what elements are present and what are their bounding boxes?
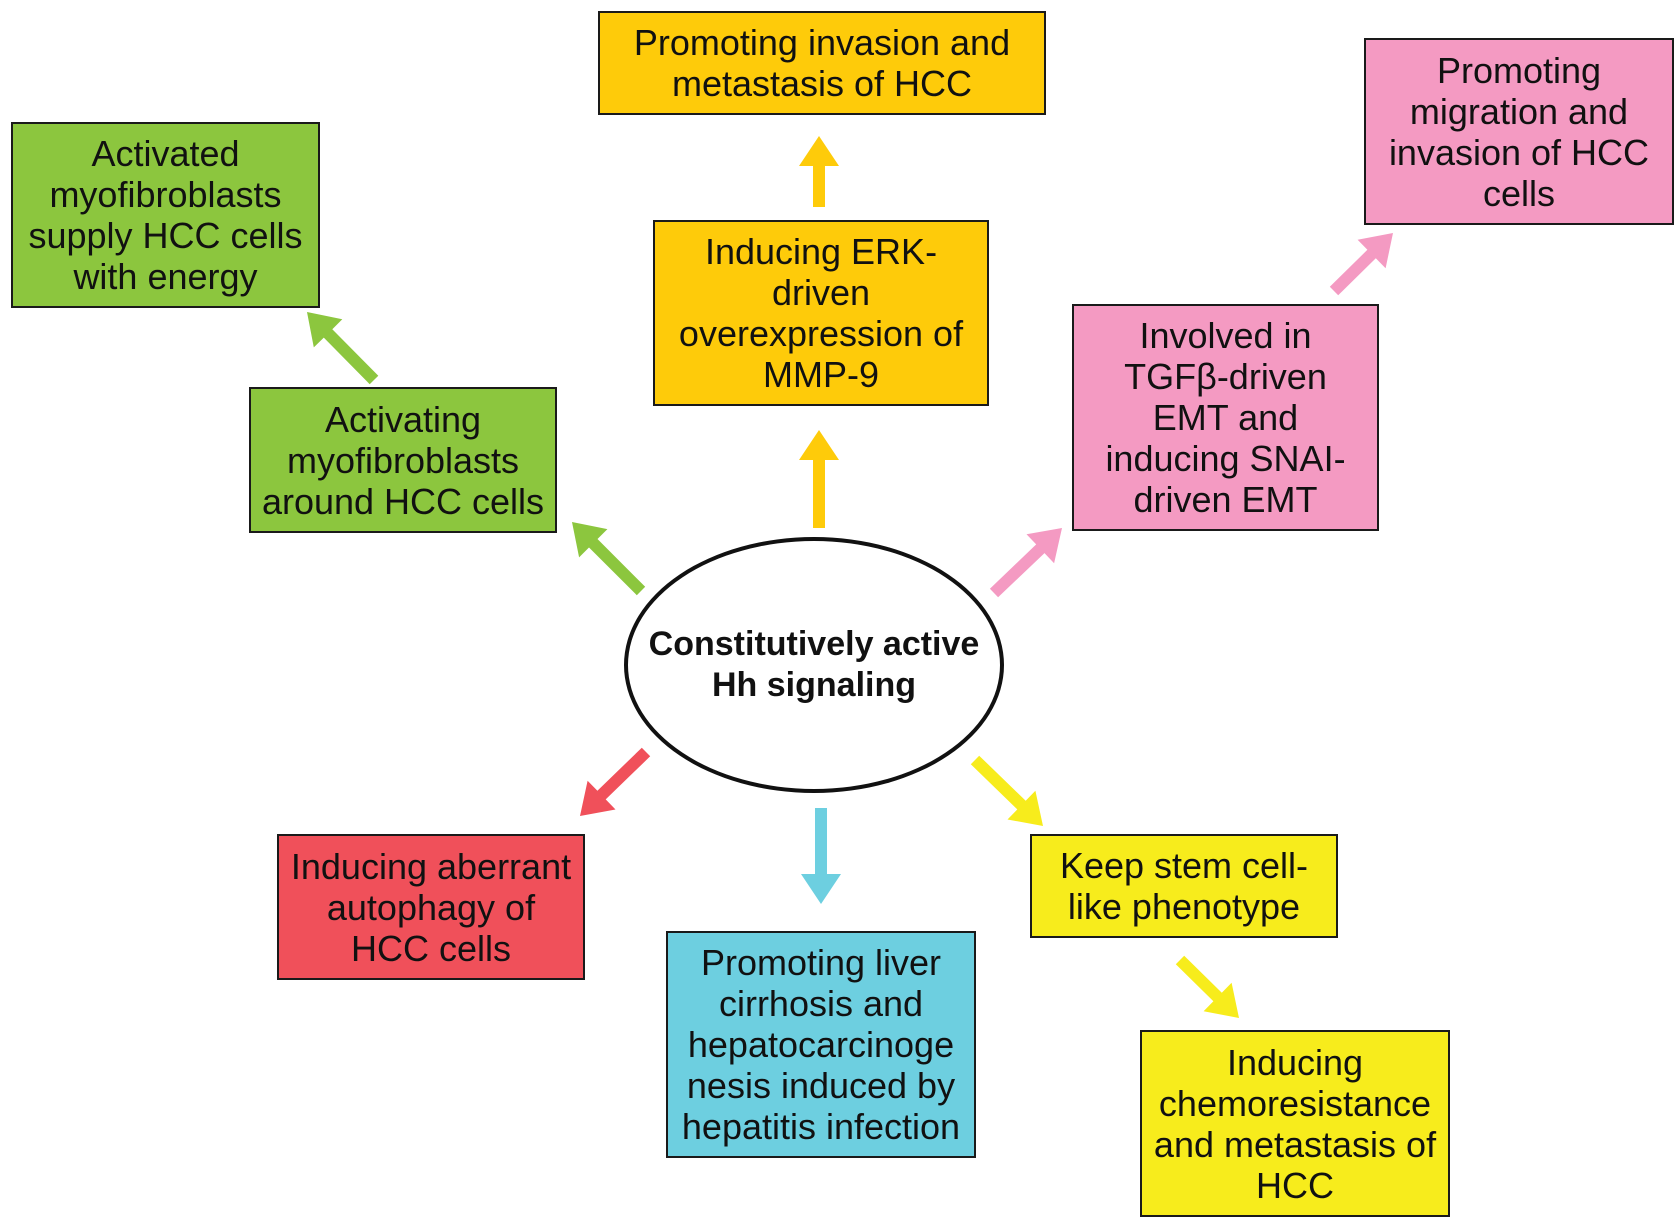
arrow-hub-to-tgfb-emt xyxy=(989,528,1062,598)
arrow-hub-to-activating-myofibro xyxy=(572,522,646,596)
arrow-stem-cell-to-chemoresistance xyxy=(1175,955,1239,1018)
node-tgfb-emt: Involved in TGFβ-driven EMT and inducing… xyxy=(1072,304,1379,531)
arrow-hub-to-cirrhosis xyxy=(801,808,841,904)
node-activating-myofibroblasts: Activating myofibroblasts around HCC cel… xyxy=(249,387,557,533)
arrow-erk-mmp9-to-invasion-metastasis xyxy=(799,136,839,207)
node-cirrhosis: Promoting liver cirrhosis and hepatocarc… xyxy=(666,931,976,1158)
arrow-activating-myofibro-to-myofibro-energy xyxy=(307,312,379,385)
node-stem-cell-phenotype: Keep stem cell- like phenotype xyxy=(1030,834,1338,938)
node-autophagy: Inducing aberrant autophagy of HCC cells xyxy=(277,834,585,980)
node-migration-invasion: Promoting migration and invasion of HCC … xyxy=(1364,38,1674,225)
node-erk-mmp9: Inducing ERK- driven overexpression of M… xyxy=(653,220,989,406)
arrow-tgfb-emt-to-migration-invasion xyxy=(1329,233,1393,296)
arrow-hub-to-autophagy xyxy=(580,747,651,816)
node-chemoresistance: Inducing chemoresistance and metastasis … xyxy=(1140,1030,1450,1217)
node-myofibroblasts-energy: Activated myofibroblasts supply HCC cell… xyxy=(11,122,320,308)
node-invasion-metastasis: Promoting invasion and metastasis of HCC xyxy=(598,11,1046,115)
hub-hh-signaling: Constitutively active Hh signaling xyxy=(624,537,1004,793)
arrow-hub-to-stem-cell xyxy=(970,755,1043,826)
arrow-hub-to-erk-mmp9 xyxy=(799,430,839,528)
